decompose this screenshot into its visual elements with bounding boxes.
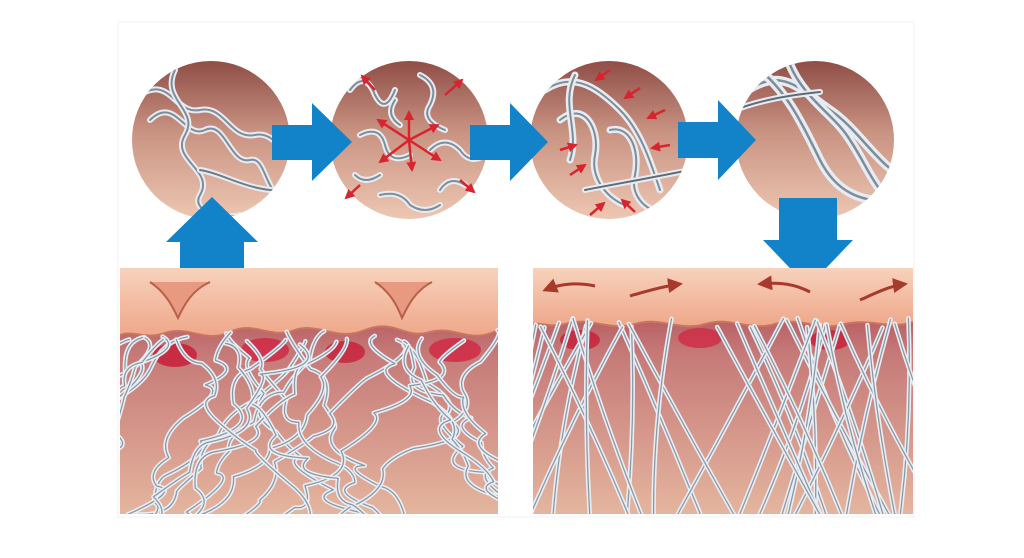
arrow-right-2 <box>470 103 548 181</box>
stage-4-restored-collagen <box>736 61 894 219</box>
straight-collagen-fibers <box>533 315 913 514</box>
surface-arrows <box>542 275 908 302</box>
diagram-frame <box>117 21 915 518</box>
stage-3-regenerating-collagen <box>530 61 688 219</box>
arrow-up <box>166 197 258 285</box>
before-skin-panel <box>120 268 498 514</box>
tangled-collagen-fibers <box>120 328 498 514</box>
arrow-right-3 <box>678 100 756 180</box>
stage-1-wavy-collagen <box>132 61 290 219</box>
arrow-right-1 <box>272 103 352 181</box>
arrow-down <box>763 198 853 287</box>
stage-2-fragmented-collagen <box>330 61 488 219</box>
flow-arrows <box>166 100 853 287</box>
after-skin-panel <box>533 268 913 514</box>
